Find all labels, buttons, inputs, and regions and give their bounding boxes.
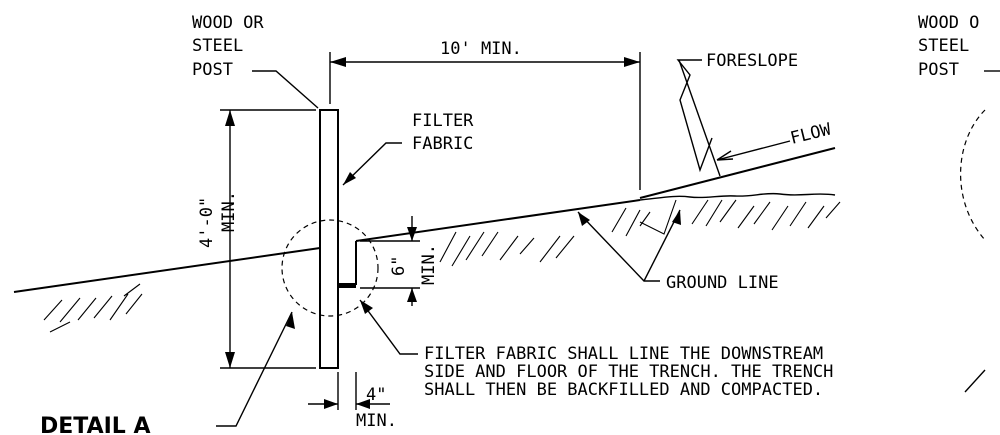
leader-ground-line	[577, 211, 660, 282]
label-post-left: WOOD OR STEEL POST	[192, 13, 264, 80]
note-line-2: SIDE AND FLOOR OF THE TRENCH. THE TRENCH	[424, 362, 833, 382]
soil-hatching	[43, 199, 841, 333]
label-filter-fabric-2: FABRIC	[412, 134, 473, 154]
leader-detail	[216, 311, 293, 427]
filter-fabric-line	[337, 112, 356, 286]
leader-note	[359, 299, 418, 355]
leader-detail-head	[286, 312, 295, 329]
trench-floor-fabric	[338, 283, 356, 288]
note-line-3: SHALL THEN BE BACKFILLED AND COMPACTED.	[424, 380, 823, 400]
detail-circle	[281, 219, 379, 317]
leader-backfill	[964, 369, 986, 393]
label-post-right: WOOD O STEEL POST	[918, 13, 979, 80]
note-block: FILTER FABRIC SHALL LINE THE DOWNSTREAM …	[424, 344, 833, 400]
leader-ground-head-2	[672, 210, 681, 225]
label-dim-height-min: MIN.	[219, 191, 239, 232]
ground-line	[13, 192, 836, 293]
leader-post-left	[252, 70, 319, 109]
dimension-trench-width	[308, 372, 390, 410]
label-dim-depth-min: MIN.	[419, 244, 439, 285]
leader-fabric	[342, 142, 402, 186]
label-dim-depth-value: 6"	[389, 256, 409, 276]
label-dim-trench-width-value: 4"	[366, 385, 386, 405]
label-filter-fabric-1: FILTER	[412, 111, 474, 131]
post-right-line-2: STEEL	[918, 36, 969, 56]
label-foreslope: FORESLOPE	[706, 51, 798, 71]
label-dim-trench-width-min: MIN.	[356, 411, 397, 431]
label-ground-line: GROUND LINE	[666, 273, 779, 293]
post-right-line-1: WOOD O	[918, 13, 979, 33]
post-left-line-3: POST	[192, 60, 233, 80]
label-flow: FLOW	[788, 119, 833, 148]
foreslope-line	[639, 147, 836, 199]
leader-note-head	[360, 300, 373, 314]
dimension-height	[220, 109, 316, 369]
detail-circle-right	[960, 109, 986, 241]
post-left-line-1: WOOD OR	[192, 13, 264, 33]
dimension-width	[329, 52, 641, 190]
label-detail: DETAIL A	[40, 414, 151, 435]
post-left-line-2: STEEL	[192, 36, 243, 56]
label-dim-height-value: 4'-0"	[197, 197, 217, 248]
leader-foreslope	[676, 59, 713, 173]
dimension-trench-depth	[360, 216, 420, 306]
leader-fabric-head	[343, 172, 356, 185]
flow-arrow	[716, 140, 791, 161]
leader-foreslope-arrow	[678, 59, 721, 177]
leader-ground-head	[578, 212, 590, 226]
note-line-1: FILTER FABRIC SHALL LINE THE DOWNSTREAM	[424, 344, 823, 364]
label-dim-width: 10' MIN.	[440, 39, 522, 59]
post	[319, 109, 339, 369]
post-right-line-3: POST	[918, 60, 959, 80]
